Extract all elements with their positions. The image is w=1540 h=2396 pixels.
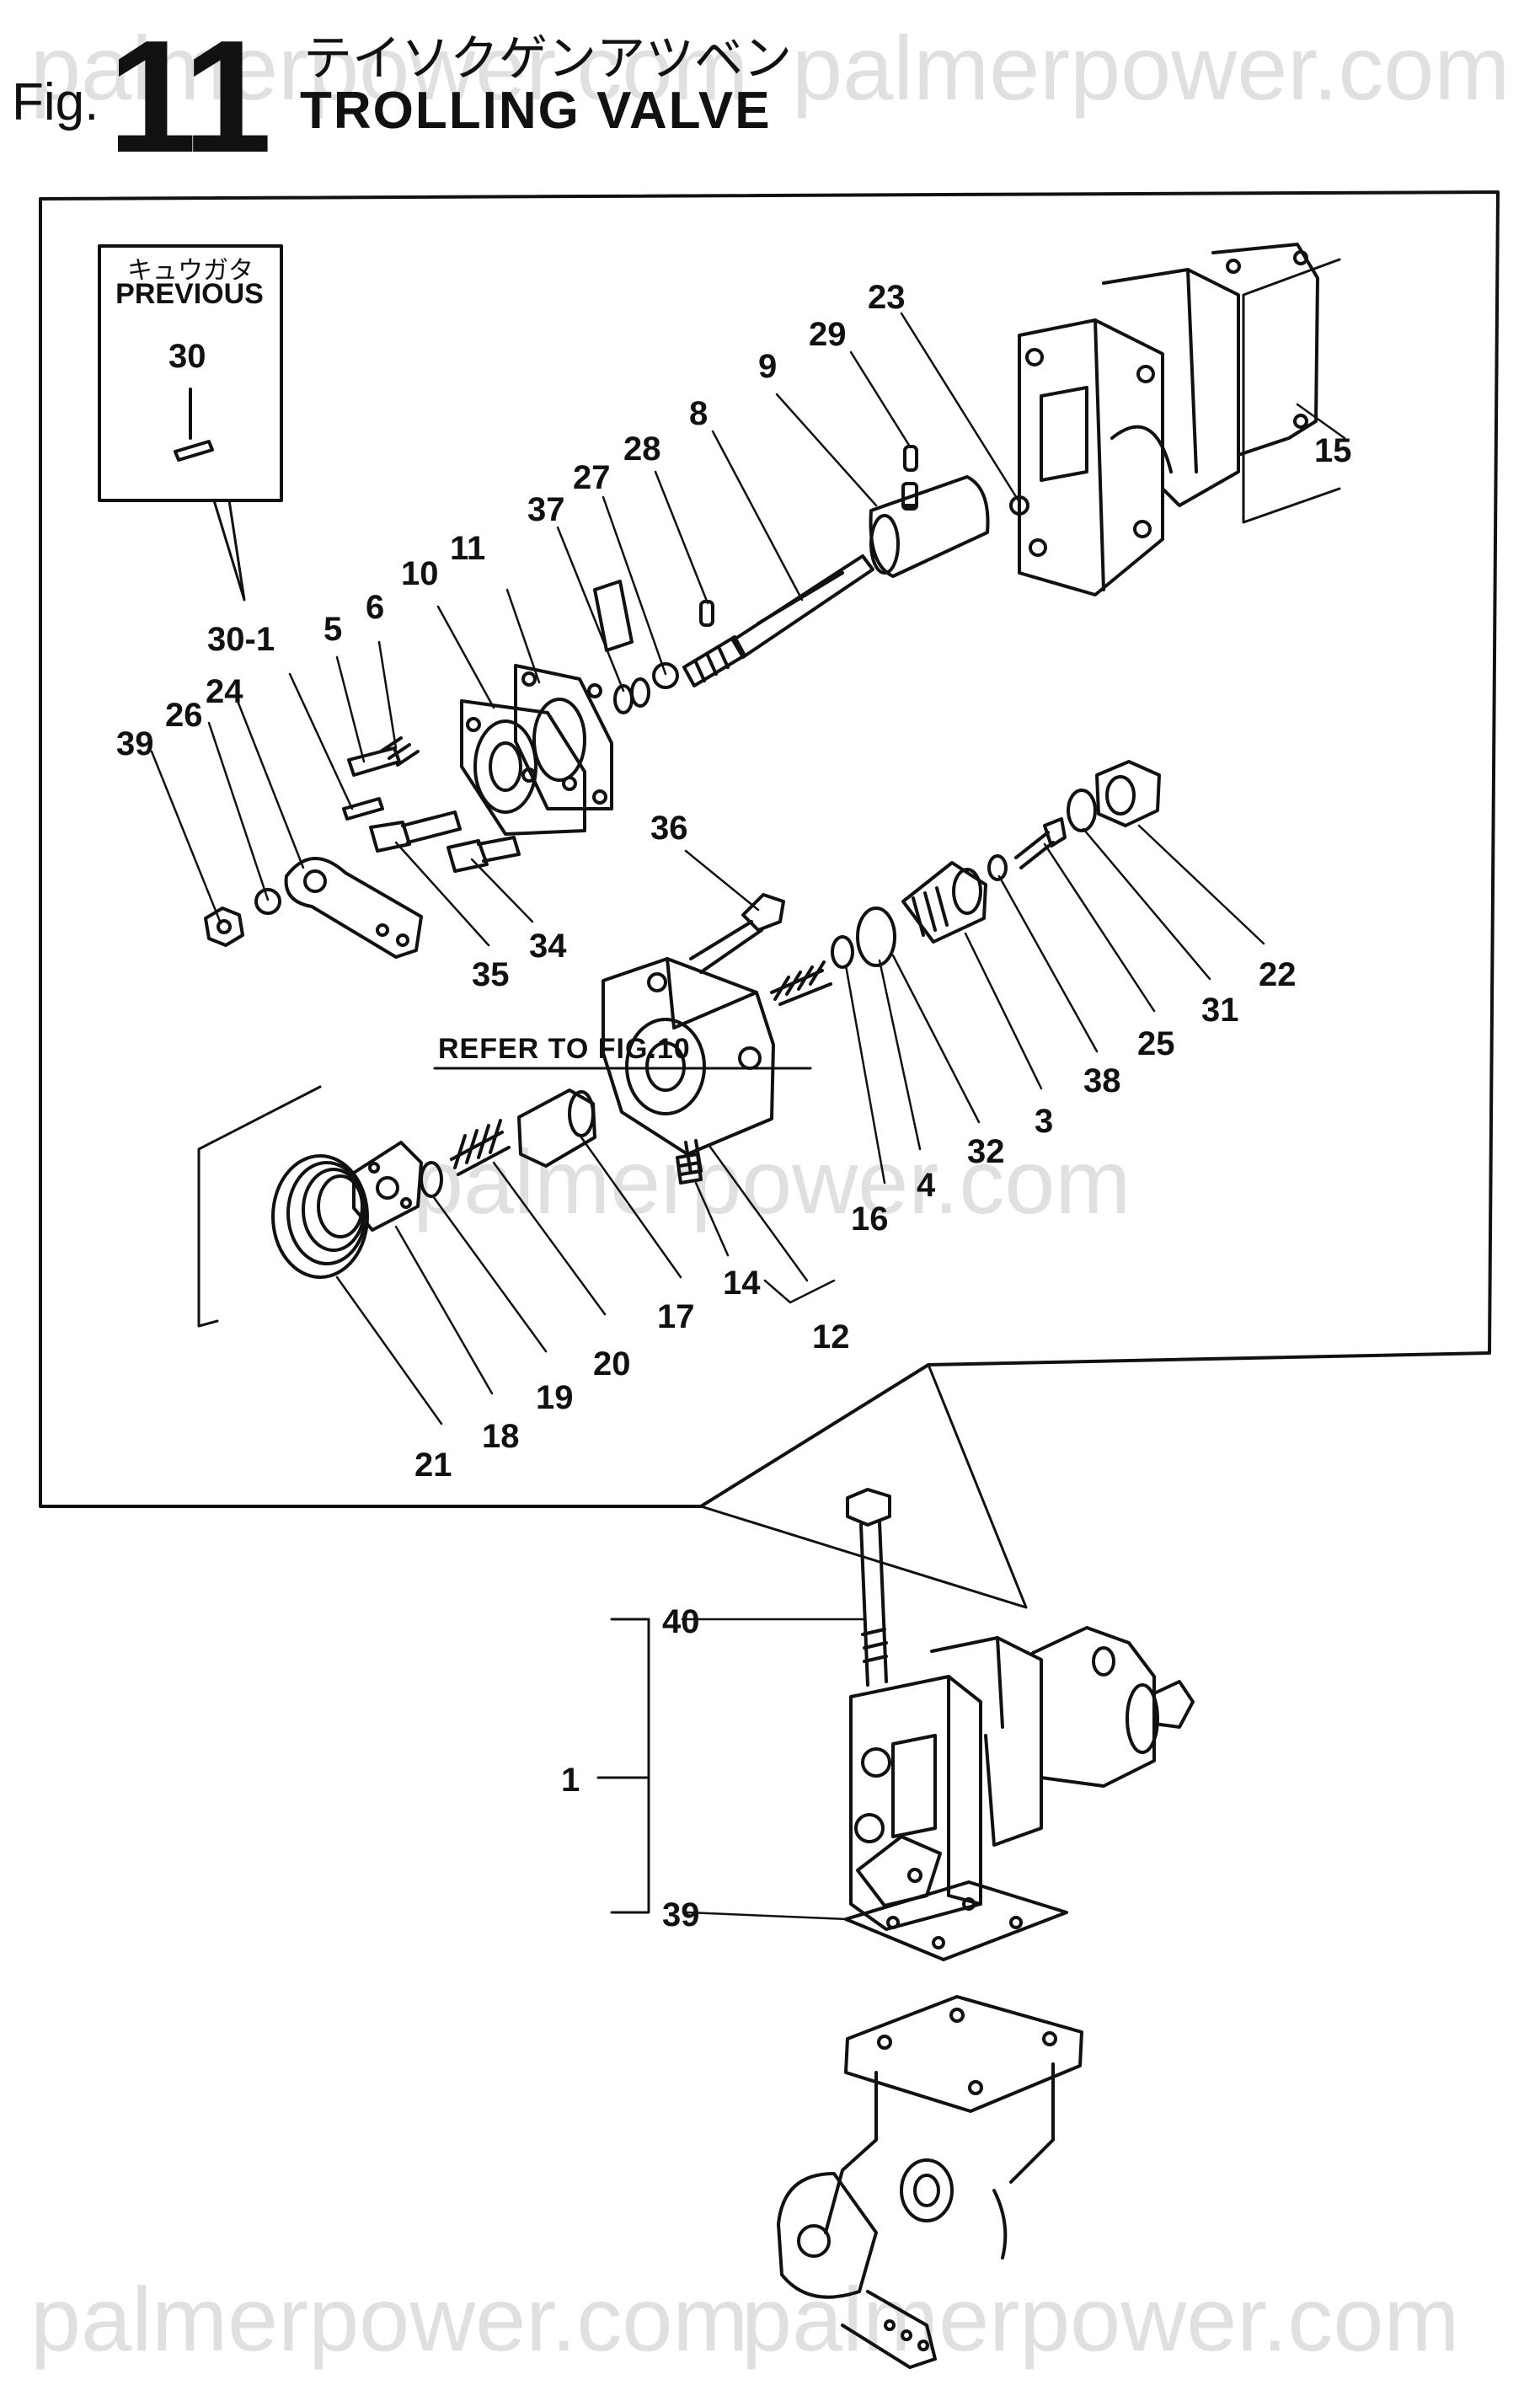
callout-20: 20 <box>593 1345 631 1383</box>
callout-14: 14 <box>723 1265 761 1302</box>
callout-19: 19 <box>536 1379 574 1416</box>
part-bolt-34 <box>446 836 521 873</box>
part-ring-19 <box>420 1161 443 1198</box>
callout-18: 18 <box>482 1418 520 1455</box>
callout-22: 23 <box>868 279 906 316</box>
assembly-valve-1 <box>849 1626 1195 1931</box>
part-pin-30-1 <box>342 797 384 821</box>
part-washer-37 <box>987 854 1008 881</box>
part-capnut-25 <box>1095 760 1161 827</box>
part-housing-15 <box>1018 243 1319 596</box>
part-piston-17 <box>517 1088 596 1168</box>
figure-prefix: Fig. <box>12 73 99 131</box>
part-sleeve-9 <box>869 475 990 578</box>
pin-30 <box>174 388 214 462</box>
watermark: palmerpower.com <box>30 2268 749 2370</box>
callout-37: 38 <box>1083 1062 1121 1099</box>
part-ring-27 <box>652 662 679 689</box>
callout-36: 36 <box>650 810 688 847</box>
callout-3: 3 <box>1035 1103 1053 1140</box>
callout-28: 28 <box>623 431 661 468</box>
callout-9: 9 <box>758 348 777 385</box>
part-bolt-5 <box>347 746 401 777</box>
callout-12: 12 <box>812 1318 850 1356</box>
figure-title: TROLLING VALVE <box>300 82 772 140</box>
figure-number: 11 <box>108 8 272 186</box>
part-spring-20 <box>450 1119 511 1176</box>
callout-39: 39 <box>662 1896 700 1933</box>
part-spring-16 <box>770 960 832 1006</box>
callout-1: 1 <box>561 1762 580 1799</box>
previous-box-pointer <box>212 499 246 602</box>
callout-35: 35 <box>472 956 510 993</box>
part-body-12 <box>602 957 775 1174</box>
callout-4: 4 <box>917 1167 936 1204</box>
reference-housing-fig10 <box>777 1995 1083 2369</box>
callout-38: 39 <box>116 725 154 762</box>
leader-lines <box>150 312 1346 1921</box>
part-gasket-32 <box>856 907 896 967</box>
part-gasket-31 <box>1067 789 1097 832</box>
watermark: palmerpower.com <box>792 17 1511 119</box>
callout-34: 34 <box>529 928 567 965</box>
callout-11: 11 <box>450 530 485 567</box>
part-plug-14 <box>676 1153 703 1185</box>
part-spring-6 <box>379 736 420 767</box>
callout-17: 17 <box>657 1298 695 1335</box>
callout-29: 29 <box>809 316 847 353</box>
part-screw-24 <box>1014 817 1067 869</box>
previous-box <box>98 244 283 502</box>
callout-30-1: 30-1 <box>207 621 275 658</box>
callout-40: 40 <box>662 1603 700 1640</box>
callout-5: 5 <box>324 611 342 648</box>
assembly-gasket-39 <box>844 1880 1068 1961</box>
part-bolt-36 <box>689 893 785 974</box>
callout-numbers: 30 15 23 29 9 8 28 27 37 11 10 6 5 30-1 … <box>116 279 1352 1933</box>
part-lever-23 <box>284 857 423 959</box>
part-pin-28 <box>699 600 714 627</box>
part-bolt-35 <box>369 810 462 853</box>
callout-25: 22 <box>1259 956 1297 993</box>
figure-title-japanese: テイソクゲンアツベン <box>303 29 793 87</box>
part-plate-18 <box>352 1141 423 1232</box>
part-gasket-11 <box>514 664 613 810</box>
callout-16: 16 <box>851 1201 889 1238</box>
part-cover-10 <box>460 699 586 836</box>
callout-32: 32 <box>967 1133 1005 1170</box>
previous-box-title: PREVIOUS <box>115 278 264 310</box>
callout-26: 26 <box>165 697 203 734</box>
part-screw-22 <box>1009 495 1029 516</box>
exploded-view-frame <box>39 190 1500 1508</box>
part-plug-3 <box>901 861 987 944</box>
bracket-left <box>197 1085 322 1328</box>
part-pin-29 <box>903 445 918 472</box>
callout-30: 30 <box>168 338 206 375</box>
callout-33: 37 <box>527 491 565 528</box>
callout-15: 15 <box>1314 432 1352 469</box>
part-bellows-21 <box>271 1154 369 1279</box>
callout-23: 24 <box>206 673 243 710</box>
watermark: palmerpower.com <box>30 17 749 119</box>
callout-27: 27 <box>573 459 611 496</box>
callout-24: 25 <box>1137 1025 1175 1062</box>
assembly-bracket <box>596 1618 650 1914</box>
callout-10: 10 <box>401 555 439 592</box>
callout-31: 31 <box>1201 992 1239 1029</box>
callout-21: 21 <box>414 1447 452 1484</box>
part-oring-33b <box>630 677 650 708</box>
callout-6: 6 <box>366 589 384 626</box>
part-key-33 <box>593 580 634 652</box>
callout-8: 8 <box>689 395 708 432</box>
part-nut-38 <box>204 907 244 947</box>
bracket-right <box>1242 258 1341 524</box>
part-washer-4 <box>831 935 854 969</box>
previous-box-title-japanese: キュウガタ <box>127 256 254 286</box>
part-washer-26 <box>254 888 281 915</box>
assembly-bolt-40 <box>846 1488 891 1687</box>
